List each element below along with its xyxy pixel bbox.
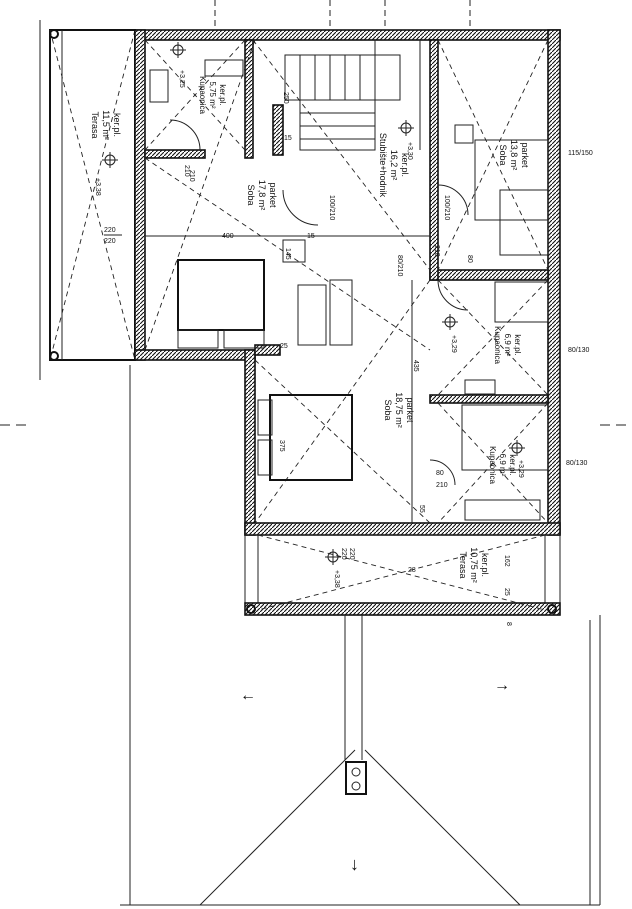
room-label-kupaonica-top: Kupaonica 5,75 m² ker.pl.	[198, 76, 227, 114]
walls	[134, 29, 561, 536]
svg-text:Stubište+hodnik: Stubište+hodnik	[378, 133, 388, 198]
terrace-left	[49, 29, 136, 361]
level-label: +3,25	[178, 70, 185, 88]
direction-arrows: ← → ↓	[240, 677, 510, 874]
dimension-label: 210	[183, 165, 190, 177]
room-label-kupaonica-low: Kupaonica 6,9 m² ker.pl.	[488, 446, 517, 484]
room-diagonals	[144, 39, 549, 524]
dimension-labels: 220 220 400 375 435 210 210 80 210 80 10…	[104, 92, 593, 626]
svg-text:Soba: Soba	[383, 399, 393, 420]
dimension-label: 15	[307, 233, 315, 240]
svg-text:ker.pl.: ker.pl.	[513, 334, 522, 355]
room-label-terasa-bottom: Terasa 10,75 m² ker.pl.	[458, 547, 490, 583]
chimney-icon	[282, 239, 306, 263]
level-labels: +3,25 +3,30 +3,38 +3,29 +3,29 +3,38	[94, 70, 524, 588]
dimension-label: 100/210	[443, 195, 450, 220]
svg-text:Kupaonica: Kupaonica	[493, 326, 502, 364]
level-label: +3,29	[450, 335, 457, 353]
dimension-label: 220	[104, 227, 116, 234]
column-icon	[49, 351, 59, 361]
dimension-label: 220	[104, 238, 116, 245]
staircase	[284, 40, 421, 151]
svg-text:13,8 m²: 13,8 m²	[509, 140, 519, 171]
dimension-label: 8	[505, 622, 512, 626]
svg-text:16,2 m²: 16,2 m²	[389, 150, 399, 181]
dimension-label: 55	[418, 505, 425, 513]
svg-text:18,75 m²: 18,75 m²	[394, 392, 404, 428]
svg-text:parket: parket	[520, 142, 530, 168]
svg-text:ker.pl.: ker.pl.	[480, 553, 490, 577]
column-icon	[547, 604, 557, 614]
terrace-bottom	[244, 534, 561, 616]
svg-text:10,75 m²: 10,75 m²	[469, 547, 479, 583]
svg-text:Soba: Soba	[246, 184, 256, 205]
dimension-label: 435	[412, 360, 419, 372]
bed-icon	[269, 394, 353, 481]
doors	[169, 119, 469, 486]
level-label: +3,29	[517, 460, 524, 478]
dimension-label: 145	[284, 248, 291, 260]
dimension-label: 210	[436, 482, 448, 489]
dimension-label: 28	[408, 567, 416, 574]
dimension-label: 80	[466, 255, 473, 263]
svg-text:Terasa: Terasa	[90, 111, 100, 138]
svg-text:ker.pl.: ker.pl.	[218, 84, 227, 105]
bed-icon	[177, 259, 265, 331]
level-label: +3,38	[333, 570, 340, 588]
level-label: +3,38	[94, 178, 101, 196]
arrow-down-icon: ↓	[350, 854, 359, 874]
dimension-label: 25	[280, 343, 288, 350]
arrow-left-icon: ←	[240, 687, 256, 704]
dimension-label: 80/210	[396, 255, 403, 277]
svg-text:ker.pl.: ker.pl.	[400, 153, 410, 177]
svg-text:Kupaonica: Kupaonica	[198, 76, 207, 114]
dimension-label: 100/210	[328, 195, 335, 220]
dimension-label: 375	[278, 440, 285, 452]
svg-text:17,8 m²: 17,8 m²	[257, 180, 267, 211]
dimension-label: 80/130	[568, 347, 590, 354]
dimension-label: 15	[284, 135, 292, 142]
dimension-label: 80	[436, 470, 444, 477]
svg-text:parket: parket	[268, 182, 278, 208]
furniture	[149, 59, 549, 521]
dimension-label: 80/130	[566, 460, 588, 467]
room-label-kupaonica-mid: Kupaonica 6,9 m² ker.pl.	[493, 326, 522, 364]
dimension-label: 210	[433, 245, 440, 257]
arrow-right-icon: →	[494, 677, 510, 694]
dimension-label: 115/150	[568, 150, 593, 157]
svg-text:parket: parket	[405, 397, 415, 423]
dimension-label: 220	[348, 548, 355, 560]
column-icon	[49, 29, 59, 39]
svg-text:6,9 m²: 6,9 m²	[503, 334, 512, 357]
room-label-soba-1875: Soba 18,75 m² parket	[383, 392, 415, 428]
level-label: +3,30	[406, 142, 413, 160]
svg-text:Kupaonica: Kupaonica	[488, 446, 497, 484]
room-label-stubiste: Stubište+hodnik 16,2 m² ker.pl.	[378, 133, 410, 198]
svg-text:Terasa: Terasa	[458, 551, 468, 578]
room-label-terasa-left: Terasa 11,5 m² ker.pl.	[90, 110, 122, 140]
dimension-label: 220	[340, 548, 347, 560]
svg-text:ker.pl.: ker.pl.	[112, 113, 122, 137]
svg-text:6,9 m²: 6,9 m²	[498, 454, 507, 477]
svg-text:Soba: Soba	[498, 144, 508, 165]
column-icon	[246, 604, 256, 614]
dimension-label: 210	[188, 170, 195, 182]
dimension-label: 25	[503, 588, 510, 596]
svg-text:ker.pl.: ker.pl.	[508, 454, 517, 475]
level-markers	[102, 42, 525, 565]
vent-icon	[345, 761, 367, 795]
room-label-soba-138: Soba 13,8 m² parket	[498, 140, 530, 171]
svg-text:5,75 m²: 5,75 m²	[208, 81, 217, 108]
svg-text:11,5 m²: 11,5 m²	[101, 110, 111, 140]
room-label-soba-178: Soba 17,8 m² parket	[246, 180, 278, 211]
dimension-label: 162	[503, 555, 510, 567]
roof-lower	[199, 615, 521, 906]
dimension-label: 250	[282, 92, 289, 104]
